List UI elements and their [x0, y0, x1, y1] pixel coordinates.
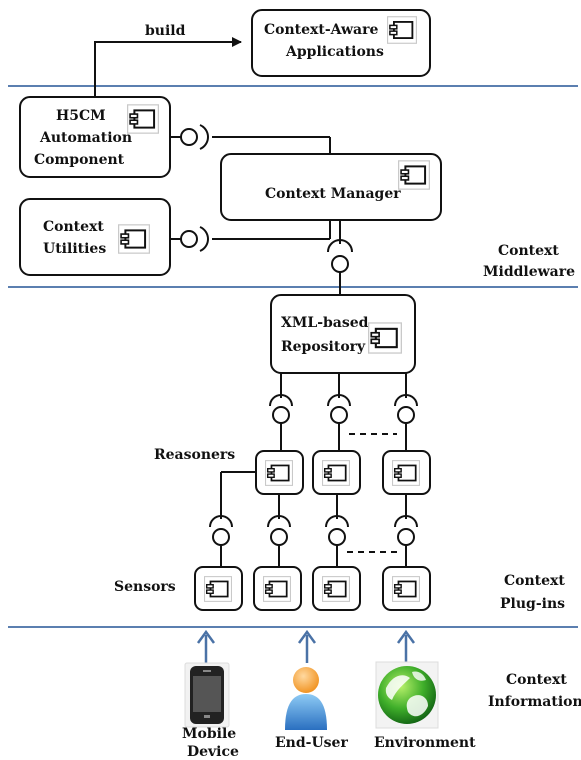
layer-information-label-1: Context	[506, 672, 567, 688]
sensors-label: Sensors	[114, 579, 176, 595]
component-icon	[265, 460, 293, 486]
h5cm-label-2: Automation	[39, 130, 132, 146]
xml-repository-label-2: Repository	[281, 339, 366, 355]
component-icon	[127, 104, 159, 134]
context-aware-applications-label-1: Context-Aware	[264, 22, 378, 38]
reasoners-label: Reasoners	[154, 447, 235, 463]
component-icon	[398, 160, 430, 190]
component-icon	[118, 224, 150, 254]
mobile-device-label-1: Mobile	[182, 726, 236, 742]
layer-plugins-label-1: Context	[504, 573, 565, 589]
layer-middleware-label-1: Context	[498, 243, 559, 259]
h5cm-interface-connector	[170, 124, 331, 154]
environment-label: Environment	[374, 735, 476, 751]
context-utilities-component[interactable]: Context Utilities	[19, 198, 171, 276]
context-aware-applications-component[interactable]: Context-Aware Applications	[251, 9, 431, 77]
layer-plugins-label-2: Plug-ins	[500, 596, 565, 612]
h5cm-label-1: H5CM	[56, 108, 106, 124]
h5cm-automation-component[interactable]: H5CM Automation Component	[19, 96, 171, 178]
component-icon	[392, 460, 420, 486]
sensor-component[interactable]	[382, 566, 431, 611]
end-user-label: End-User	[275, 735, 348, 751]
component-icon	[368, 322, 402, 354]
xml-repository-component[interactable]: XML-based Repository	[270, 294, 416, 374]
context-aware-applications-label-2: Applications	[285, 44, 384, 60]
sensor-component[interactable]	[194, 566, 243, 611]
h5cm-label-3: Component	[34, 152, 125, 168]
layer-middleware-label-2: Middleware	[483, 264, 575, 280]
globe-icon	[375, 661, 439, 729]
utilities-interface-connector	[170, 220, 331, 252]
source-arrows	[196, 629, 416, 663]
component-icon	[322, 460, 350, 486]
mobile-phone-icon	[184, 662, 230, 728]
reasoner-component[interactable]	[382, 450, 431, 495]
context-utilities-label-1: Context	[43, 219, 104, 235]
reasoner-sensor-connectors	[209, 471, 418, 567]
reasoner-component[interactable]	[255, 450, 304, 495]
build-label: build	[145, 23, 186, 39]
context-manager-component[interactable]: Context Manager	[220, 153, 442, 221]
context-utilities-label-2: Utilities	[43, 241, 106, 257]
reasoner-component[interactable]	[312, 450, 361, 495]
component-icon	[387, 16, 417, 44]
component-icon	[263, 576, 291, 602]
sensor-component[interactable]	[312, 566, 361, 611]
person-icon	[285, 667, 327, 730]
manager-repository-connector	[327, 220, 353, 295]
layer-information-label-2: Information	[488, 694, 581, 710]
sensor-component[interactable]	[253, 566, 302, 611]
build-arrow	[94, 37, 242, 97]
component-icon	[392, 576, 420, 602]
component-icon	[322, 576, 350, 602]
xml-repository-label-1: XML-based	[281, 315, 369, 331]
repository-reasoner-connectors	[269, 373, 418, 451]
mobile-device-label-2: Device	[187, 744, 239, 760]
component-icon	[204, 576, 232, 602]
context-manager-label: Context Manager	[265, 186, 401, 202]
